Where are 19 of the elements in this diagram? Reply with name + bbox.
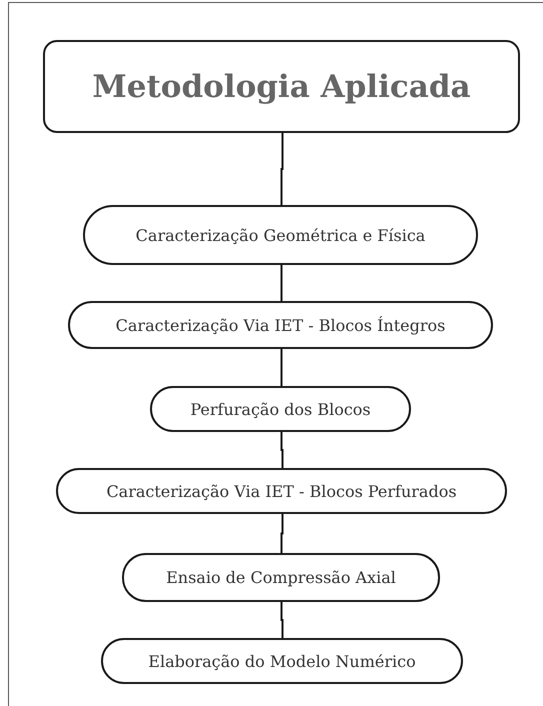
title-box bbox=[43, 40, 520, 133]
connector-line bbox=[280, 514, 284, 553]
step-text: Ensaio de Compressão Axial bbox=[166, 568, 396, 587]
process-box bbox=[122, 553, 440, 602]
connector-line bbox=[280, 265, 282, 301]
process-box bbox=[56, 468, 507, 514]
connector-line bbox=[280, 432, 284, 468]
title-text: Metodologia Aplicada bbox=[92, 68, 471, 104]
process-box bbox=[101, 638, 463, 684]
connector-line bbox=[280, 602, 284, 638]
connector-line bbox=[280, 349, 282, 386]
process-box bbox=[150, 386, 411, 432]
connector-line bbox=[280, 133, 284, 205]
process-box bbox=[68, 301, 493, 349]
step-text: Elaboração do Modelo Numérico bbox=[148, 652, 416, 670]
step-text: Perfuração dos Blocos bbox=[190, 400, 371, 418]
step-text: Caracterização Geométrica e Física bbox=[136, 226, 426, 244]
step-text: Caracterização Via IET - Blocos Íntegros bbox=[116, 316, 446, 334]
step-text: Caracterização Via IET - Blocos Perfurados bbox=[106, 482, 457, 500]
